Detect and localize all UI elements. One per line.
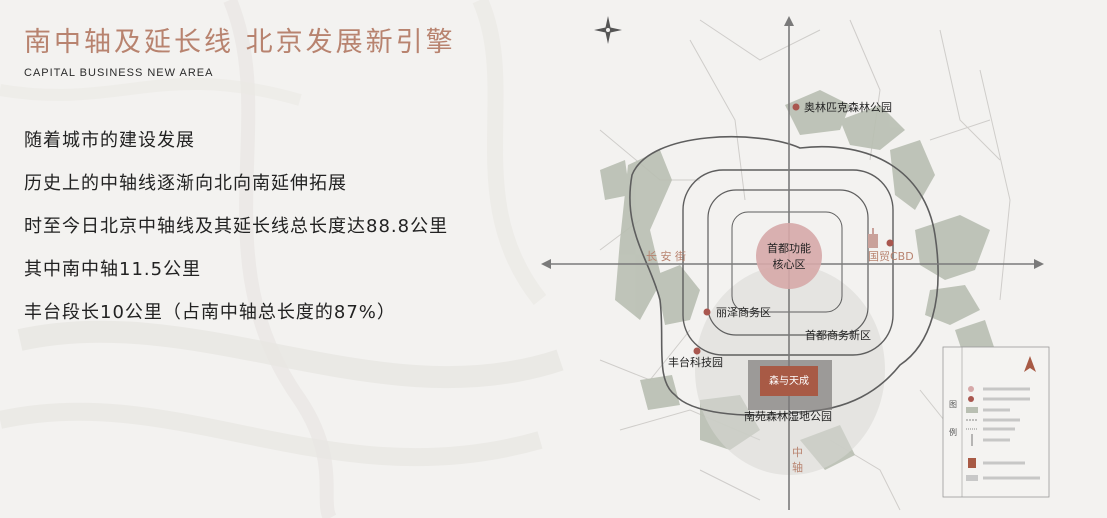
legend-north-icon (1024, 356, 1036, 372)
lize-marker (703, 308, 711, 316)
core-area-label-1: 首都功能 (767, 241, 811, 255)
legend-heading-2: 例 (949, 427, 957, 437)
page-title: 南中轴及延长线 北京发展新引擎 (24, 27, 456, 58)
core-area-circle (756, 223, 822, 289)
ring-roads (629, 135, 939, 416)
guomao-marker (886, 239, 894, 247)
central-axis-label-1: 中 (792, 446, 803, 459)
description-line: 随着城市的建设发展 (24, 130, 195, 151)
project-badge (760, 366, 818, 396)
nanyuan-label: 南苑森林湿地公园 (744, 409, 832, 423)
fengtai-tech-label: 丰台科技园 (668, 355, 723, 369)
project-name: 森与天成 (769, 374, 809, 387)
olympic-park-marker (792, 103, 800, 111)
changan-label: 长 安 街 (646, 249, 686, 263)
page-subtitle: CAPITAL BUSINESS NEW AREA (24, 67, 214, 79)
guomao-tower-icon (868, 228, 878, 248)
place-markers (693, 103, 894, 355)
guomao-label: 国贸CBD (868, 250, 914, 263)
description-line: 时至今日北京中轴线及其延长线总长度达88.8公里 (24, 216, 449, 237)
description-line: 丰台段长10公里（占南中轴总长度的87%） (24, 302, 396, 323)
fengtai-tech-marker (693, 347, 701, 355)
compass-icon (594, 16, 622, 44)
description-line: 历史上的中轴线逐渐向北向南延伸拓展 (24, 173, 347, 194)
legend-heading-1: 图 (949, 400, 957, 409)
core-area-label-2: 核心区 (773, 257, 806, 271)
olympic-park-label: 奥林匹克森林公园 (804, 100, 892, 114)
lize-label: 丽泽商务区 (716, 305, 771, 319)
central-axis-label-2: 轴 (792, 460, 803, 474)
new-cbd-label: 首都商务新区 (805, 328, 871, 342)
map-legend: 图 例 (942, 346, 1050, 498)
description-line: 其中南中轴11.5公里 (24, 259, 202, 280)
